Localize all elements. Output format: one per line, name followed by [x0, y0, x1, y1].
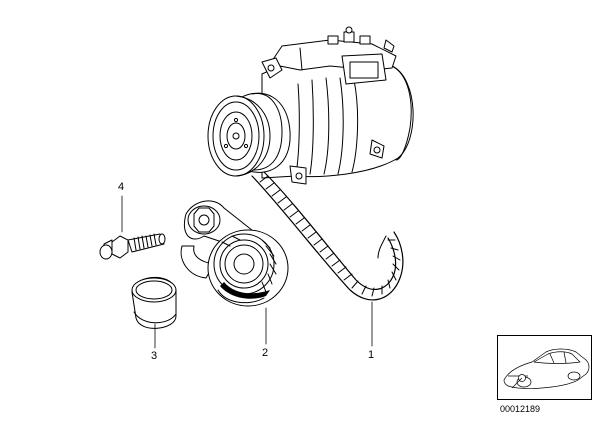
callout-belt: 1	[368, 349, 375, 361]
bolt	[99, 233, 166, 260]
callout-tensioner: 2	[262, 347, 269, 359]
belt-tensioner	[180, 200, 289, 307]
pulley-cap	[131, 276, 177, 329]
drive-belt	[251, 171, 404, 301]
car-silhouette-icon	[503, 348, 590, 389]
callout-pulley-cap: 3	[151, 350, 158, 362]
diagram-id: 00012189	[500, 404, 541, 414]
callout-bolt: 4	[118, 181, 125, 193]
leader-lines	[121, 195, 373, 349]
vehicle-thumbnail	[497, 335, 592, 400]
ac-compressor	[207, 26, 414, 185]
